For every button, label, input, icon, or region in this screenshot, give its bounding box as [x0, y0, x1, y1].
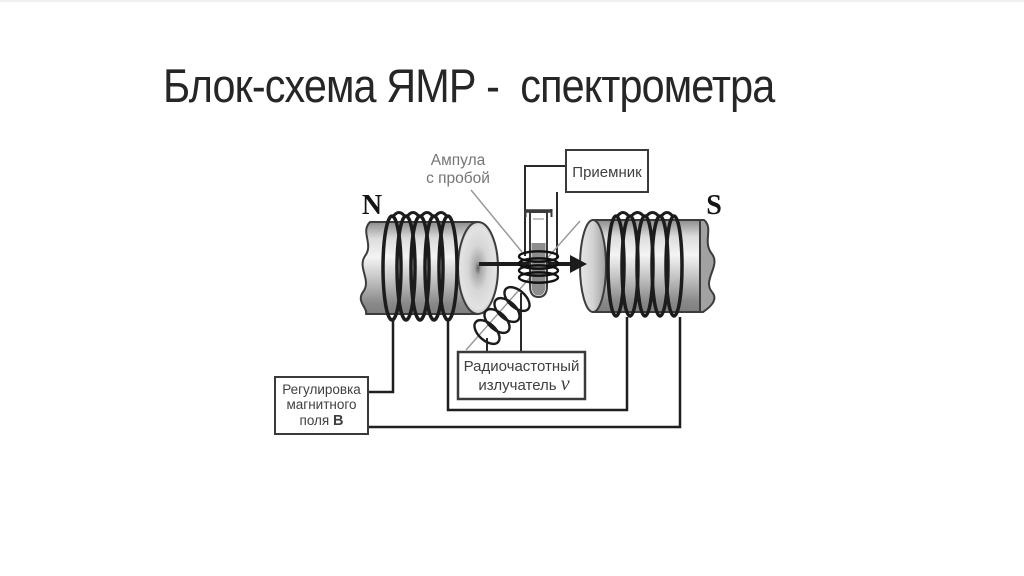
ampoule-label: Ампула с пробой [426, 152, 523, 253]
detection-coil [517, 250, 560, 284]
magnetic-field-arrow [479, 255, 587, 273]
field-regulator-box [274, 376, 369, 435]
magnet-circuit-wires [368, 317, 682, 429]
right-magnet-face [579, 219, 607, 313]
rf-generator-label-line1: Радиочастотный [464, 358, 580, 375]
regulator-to-south-coil-wire [368, 317, 682, 429]
regulator-label-line2: магнитного [287, 397, 357, 412]
left-magnet-face [457, 221, 499, 315]
field-symbol: В [333, 413, 343, 429]
right-magnet: S [579, 190, 722, 318]
arrowhead [570, 255, 587, 273]
frequency-symbol: ν [561, 373, 570, 395]
north-pole-label: N [362, 190, 382, 221]
rf-generator-label-line2: излучатель ν [478, 373, 569, 395]
receiver-unit: Приемник [524, 149, 649, 258]
left-magnet: N [359, 190, 499, 322]
regulator-label-line3: поля В [300, 413, 344, 429]
rf-generator-box [456, 350, 587, 401]
rf-generator-unit: Радиочастотный излучатель ν [456, 350, 587, 401]
field-regulator-unit: Регулировка магнитного поля В [274, 376, 369, 435]
regulator-to-north-coil-wire [368, 320, 395, 394]
receiver-wire-left [524, 165, 566, 256]
ampoule-leader-line [470, 189, 523, 253]
rf-coil-axis-line [465, 220, 581, 351]
left-magnet-coil [381, 211, 459, 322]
receiver-label: Приемник [572, 164, 642, 181]
right-magnet-broken-end [699, 219, 716, 313]
south-pole-label: S [706, 190, 722, 221]
north-to-south-coil-wire [446, 317, 629, 412]
rf-transmit-coil [473, 285, 531, 352]
ampoule-label-line1: Ампула [431, 152, 486, 169]
receiver-box [565, 149, 649, 193]
page-title: Блок-схема ЯМР - спектрометра [163, 59, 775, 112]
right-magnet-coil [606, 211, 684, 318]
regulator-label-line1: Регулировка [282, 382, 361, 397]
ampoule-label-line2: с пробой [426, 170, 490, 187]
left-magnet-body [359, 221, 479, 315]
